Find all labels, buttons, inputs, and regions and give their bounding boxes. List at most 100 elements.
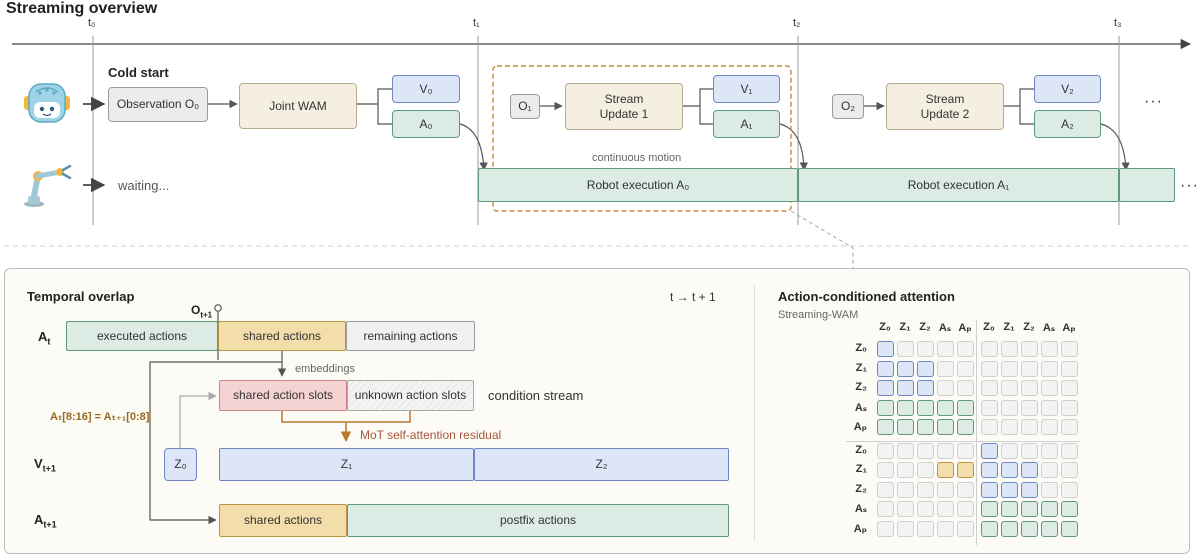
robot-execution-a1: Robot execution A₁ — [798, 168, 1119, 202]
a1-box: A₁ — [713, 110, 780, 138]
matrix-cell — [1001, 360, 1018, 377]
matrix-cell — [1061, 442, 1078, 459]
continuous-motion-label: continuous motion — [592, 152, 682, 164]
matrix-cell — [957, 462, 974, 478]
matrix-cell — [877, 419, 894, 435]
matrix-cell — [877, 501, 894, 517]
matrix-cell — [957, 360, 974, 377]
matrix-cell — [1021, 360, 1038, 377]
matrix-row-header: Z₂ — [855, 381, 867, 393]
matrix-cell — [1021, 442, 1038, 459]
matrix-cell — [937, 419, 954, 435]
matrix-cell — [1001, 341, 1018, 357]
z0-box: Z₀ — [164, 448, 197, 481]
executed-actions-box: executed actions — [66, 321, 218, 351]
matrix-cell — [957, 380, 974, 396]
matrix-cell — [981, 360, 998, 377]
matrix-cell — [957, 520, 974, 537]
stream-update-1-box: Stream Update 1 — [565, 83, 683, 130]
matrix-cell — [937, 442, 954, 459]
matrix-row-header: Z₀ — [855, 342, 867, 354]
matrix-cell — [1001, 462, 1018, 478]
matrix-cell — [897, 520, 914, 537]
matrix-cell — [1041, 419, 1058, 435]
o2-box: O₂ — [832, 94, 864, 119]
a0-box: A₀ — [392, 110, 460, 138]
matrix-cell — [1041, 380, 1058, 396]
matrix-row-header: Aₛ — [854, 401, 867, 414]
matrix-cell — [981, 380, 998, 396]
matrix-col-header: Z₂ — [1023, 321, 1035, 333]
matrix-cell — [917, 501, 934, 517]
shared-actions-box: shared actions — [218, 321, 346, 351]
overview-ellipsis-bottom: ··· — [1180, 177, 1199, 194]
matrix-cell — [917, 442, 934, 459]
matrix-cell — [917, 481, 934, 498]
temporal-overlap-title: Temporal overlap — [27, 289, 135, 304]
mot-residual-label: MoT self-attention residual — [360, 428, 502, 442]
matrix-cell — [897, 399, 914, 416]
shared-actions-next-box: shared actions — [219, 504, 347, 537]
matrix-cell — [937, 462, 954, 478]
at1-row-label: At+1 — [34, 512, 57, 530]
matrix-cell — [917, 462, 934, 478]
matrix-cell — [897, 360, 914, 377]
joint-wam-box: Joint WAM — [239, 83, 357, 129]
matrix-cell — [1041, 501, 1058, 517]
matrix-cell — [917, 341, 934, 357]
matrix-cell — [957, 419, 974, 435]
matrix-cell — [1061, 399, 1078, 416]
matrix-cell — [981, 442, 998, 459]
matrix-cell — [937, 481, 954, 498]
matrix-col-header: Aₚ — [958, 322, 972, 334]
matrix-cell — [981, 501, 998, 517]
matrix-row-header: Z₀ — [855, 443, 867, 456]
matrix-cell — [937, 399, 954, 416]
matrix-row-header: Z₁ — [855, 463, 867, 475]
matrix-cell — [1061, 501, 1078, 517]
matrix-cell — [917, 380, 934, 396]
v1-box: V₁ — [713, 75, 780, 103]
robot-execution-a0: Robot execution A₀ — [478, 168, 798, 202]
matrix-cell — [937, 520, 954, 537]
matrix-cell — [877, 380, 894, 396]
unknown-action-slots-box: unknown action slots — [347, 380, 474, 411]
matrix-row-header: Z₁ — [855, 361, 867, 374]
z1-box: Z₁ — [219, 448, 474, 481]
o-t1-label: Ot+1 — [191, 303, 213, 320]
matrix-cell — [1041, 442, 1058, 459]
matrix-cell — [1001, 380, 1018, 396]
matrix-cell — [937, 360, 954, 377]
matrix-cell — [897, 341, 914, 357]
matrix-cell — [897, 419, 914, 435]
matrix-row-header: Aₛ — [854, 503, 867, 515]
overview-title: Streaming overview — [6, 0, 158, 17]
matrix-cell — [897, 442, 914, 459]
matrix-cell — [981, 419, 998, 435]
matrix-cell — [877, 360, 894, 377]
matrix-cell — [897, 380, 914, 396]
matrix-cell — [1021, 462, 1038, 478]
matrix-cell — [957, 399, 974, 416]
matrix-cell — [1061, 520, 1078, 537]
matrix-horizontal-separator — [846, 441, 1080, 442]
matrix-cell — [957, 481, 974, 498]
time-label-t2: t₂ — [793, 17, 801, 29]
matrix-cell — [897, 501, 914, 517]
postfix-actions-box: postfix actions — [347, 504, 729, 537]
matrix-vertical-separator — [976, 320, 977, 545]
matrix-cell — [981, 399, 998, 416]
matrix-cell — [1001, 442, 1018, 459]
matrix-cell — [1001, 481, 1018, 498]
matrix-col-header: Z₀ — [879, 321, 891, 333]
matrix-cell — [1061, 481, 1078, 498]
matrix-cell — [1061, 341, 1078, 357]
matrix-cell — [1041, 399, 1058, 416]
matrix-cell — [1021, 419, 1038, 435]
matrix-cell — [1021, 341, 1038, 357]
matrix-cell — [1041, 462, 1058, 478]
condition-stream-label: condition stream — [488, 388, 584, 403]
robot-execution-next — [1119, 168, 1175, 202]
at-row-label: At — [38, 329, 51, 347]
